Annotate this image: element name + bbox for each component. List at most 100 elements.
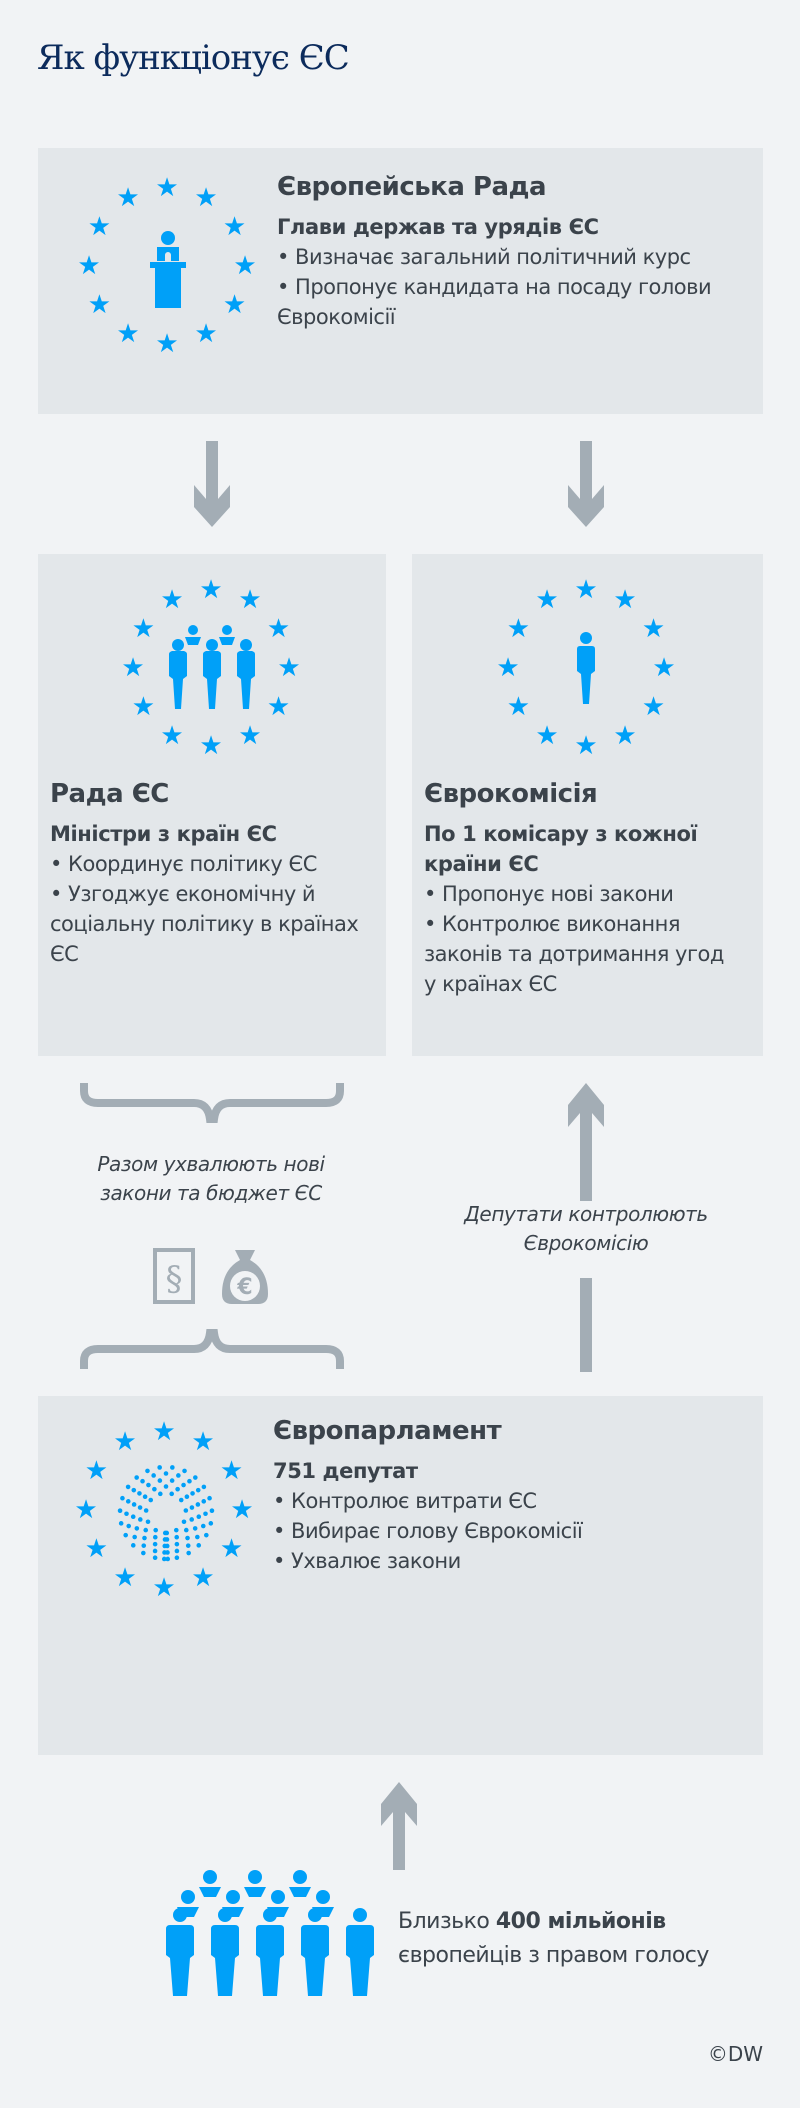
seat-dot: [141, 1543, 147, 1548]
voters-prefix: Близько: [398, 1909, 496, 1934]
star-icon: ★: [222, 212, 247, 242]
person-icon: [289, 1870, 311, 1897]
bullet-item: • Вибирає голову Єврокомісії: [273, 1519, 583, 1543]
voters-count: 400 мільйонів: [495, 1909, 666, 1934]
seat-dot: [152, 1548, 158, 1554]
star-icon: ★: [535, 585, 559, 616]
person-icon: [199, 1870, 221, 1897]
bullet-item: • Узгоджує економічну й соціальну політи…: [50, 882, 359, 966]
commission-heading: Єврокомісія: [424, 779, 598, 809]
star-icon: ★: [652, 653, 676, 683]
seat-dot: [152, 1555, 158, 1560]
bullet-item: • Визначає загальний політичний курс: [277, 245, 691, 269]
seat-dot: [125, 1484, 131, 1490]
star-icon: ★: [266, 614, 291, 644]
seat-dot: [137, 1491, 142, 1496]
council-eu-heading: Рада ЄС: [50, 779, 169, 809]
council-eu-box: ★★★★★★★★★★★★ Рада ЄС Міністри з країн ЄС…: [38, 554, 386, 1056]
star-icon: ★: [160, 720, 184, 751]
seat-dot: [184, 1494, 190, 1500]
seat-dot: [187, 1478, 192, 1484]
seat-dot: [140, 1478, 145, 1484]
seat-dot: [164, 1537, 170, 1542]
law-paragraph-icon: §: [153, 1248, 195, 1304]
bullet-item: • Контролює витрати ЄС: [273, 1489, 537, 1513]
seat-dot: [189, 1505, 195, 1510]
seat-dot: [145, 1519, 151, 1525]
seat-dot: [165, 1550, 170, 1555]
star-icon: ★: [238, 720, 262, 751]
star-icon: ★: [219, 1534, 244, 1564]
seat-dot: [207, 1495, 212, 1501]
star-icon: ★: [266, 692, 291, 722]
page-title: Як функціонує ЄС: [37, 38, 350, 78]
together-note: Разом ухвалюють нові закони та бюджет ЄС: [97, 1152, 325, 1205]
seat-dot: [126, 1523, 132, 1529]
seat-dot: [152, 1486, 157, 1492]
seat-dot: [196, 1543, 202, 1548]
star-icon: ★: [277, 653, 301, 683]
seat-dot: [169, 1491, 175, 1497]
seat-dot: [164, 1543, 170, 1549]
seat-dot: [173, 1527, 179, 1533]
seat-dot: [170, 1465, 175, 1470]
star-icon: ★: [152, 1417, 176, 1447]
seat-dot: [183, 1527, 189, 1533]
seat-dot: [201, 1499, 207, 1504]
seat-dot: [146, 1482, 151, 1488]
person-icon: [577, 632, 595, 704]
bullet-item: • Контролює виконання законів та дотрима…: [424, 912, 724, 996]
star-icon: ★: [116, 318, 140, 349]
star-icon: ★: [613, 720, 637, 751]
seat-dot: [157, 1465, 162, 1470]
seat-dot: [209, 1508, 215, 1513]
star-icon: ★: [230, 1495, 254, 1525]
seat-dot: [123, 1532, 128, 1538]
star-icon: ★: [77, 251, 101, 281]
seat-dot: [152, 1534, 158, 1540]
seat-dot: [163, 1484, 169, 1489]
seat-dot: [151, 1473, 156, 1478]
seat-dot: [181, 1519, 187, 1525]
star-icon: ★: [641, 614, 666, 644]
seat-dot: [189, 1517, 195, 1522]
group-ministers-icon: [169, 625, 255, 709]
seat-dot: [157, 1478, 163, 1483]
seat-dot: [142, 1535, 147, 1541]
seat-dot: [201, 1484, 207, 1490]
seat-dot: [117, 1508, 123, 1513]
bullet-item: • Ухвалює закони: [273, 1549, 461, 1573]
commission-box: ★★★★★★★★★★★★ Єврокомісія По 1 комісару з…: [412, 554, 763, 1056]
seat-dot: [203, 1511, 208, 1517]
seat-dot: [131, 1487, 137, 1493]
star-icon: ★: [574, 731, 598, 761]
parliament-heading: Європарламент: [273, 1416, 502, 1446]
person-icon: [166, 1908, 194, 1996]
seat-dot: [208, 1521, 214, 1526]
council-eu-members: Міністри з країн ЄС: [50, 822, 277, 846]
arrow-down-icon: [568, 441, 604, 527]
bullet-item: • Пропонує кандидата на посаду голови Єв…: [277, 275, 712, 329]
star-icon: ★: [84, 1456, 109, 1486]
seat-dot: [163, 1471, 169, 1476]
seat-dot: [118, 1521, 124, 1526]
star-icon: ★: [219, 1456, 244, 1486]
star-icon: ★: [506, 614, 531, 644]
seat-dot: [142, 1494, 148, 1500]
star-icon: ★: [116, 183, 140, 214]
star-icon: ★: [152, 1573, 176, 1603]
star-icon: ★: [160, 585, 184, 616]
seat-dot: [143, 1527, 149, 1533]
bullet-item: • Координує політику ЄС: [50, 852, 317, 876]
brace-bottom-icon: [80, 1329, 344, 1369]
person-icon: [244, 1870, 266, 1897]
arrow-line: [580, 1278, 592, 1372]
seat-dot: [130, 1514, 136, 1519]
star-icon: ★: [574, 575, 598, 605]
person-icon: [256, 1908, 284, 1996]
seat-dot: [141, 1550, 146, 1556]
star-icon: ★: [199, 575, 223, 605]
voters-text: Близько 400 мільйонів європейців з право…: [398, 1905, 709, 1973]
seat-dot: [200, 1523, 206, 1529]
person-icon: [211, 1908, 239, 1996]
